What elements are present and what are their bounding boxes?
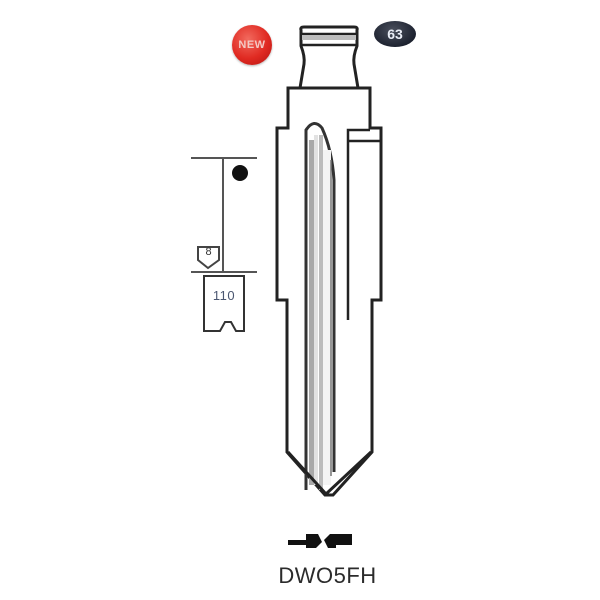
cut-depth-value: 110: [212, 288, 236, 303]
cut-depth-box: 110: [204, 288, 244, 303]
blade-tip: [286, 450, 373, 497]
new-badge-label: NEW: [238, 39, 266, 51]
filled-dot-marker: [232, 165, 248, 181]
stop-badge: 8: [198, 246, 219, 262]
key-head: [298, 25, 360, 90]
cut-box-shape: [203, 275, 245, 332]
stop-badge-shape: [197, 246, 220, 270]
blade-slot: [346, 128, 381, 320]
key-profile-icon: [288, 534, 352, 548]
stop-number: 8: [205, 246, 212, 258]
new-badge: NEW: [232, 25, 272, 65]
blade-groove: [304, 122, 336, 490]
catalog-number-badge: 63: [374, 21, 416, 47]
key-code-label: DWO5FH: [278, 563, 377, 588]
dimension-lines: [191, 157, 257, 273]
catalog-number: 63: [387, 26, 403, 42]
